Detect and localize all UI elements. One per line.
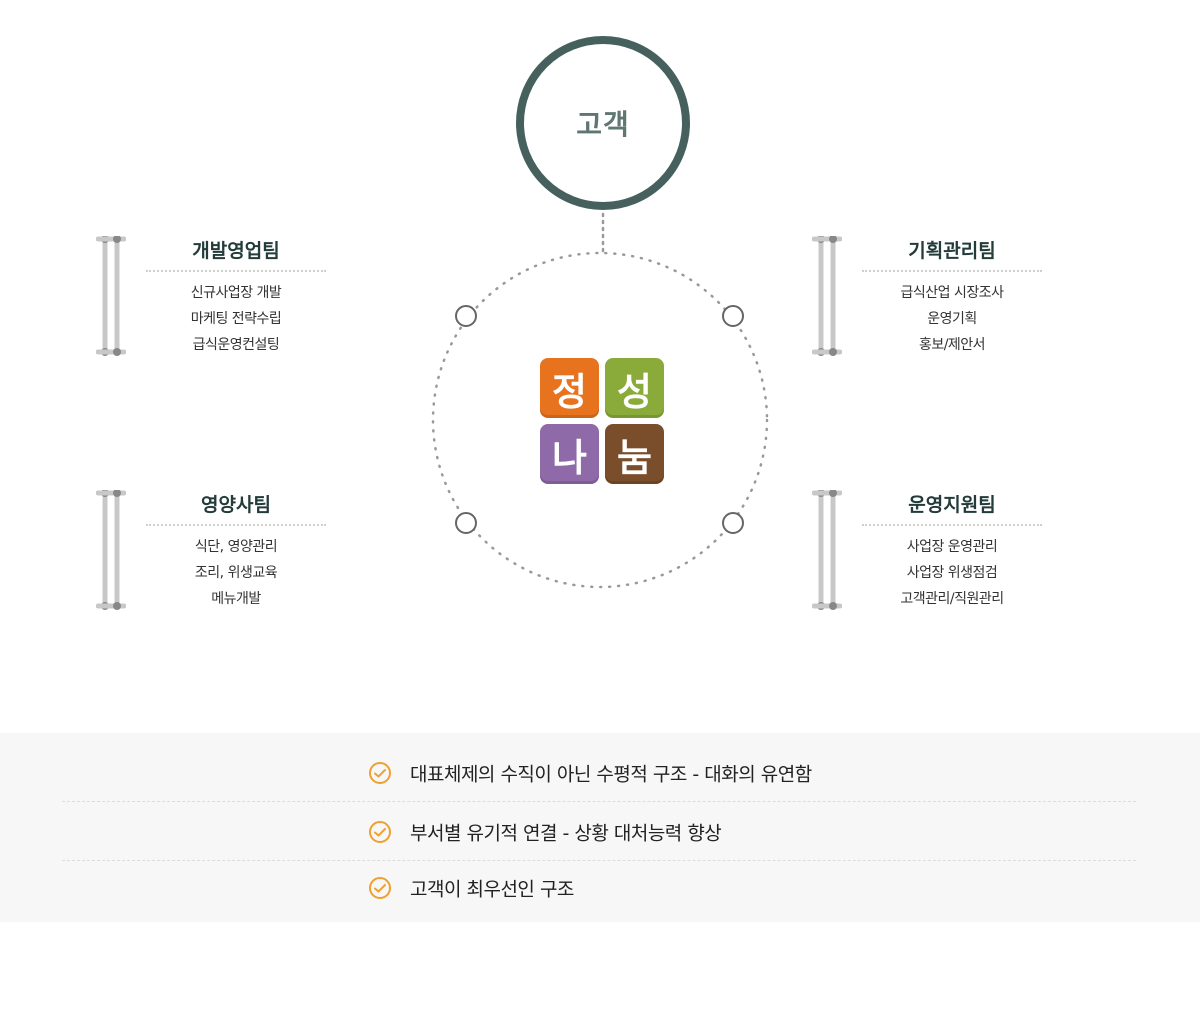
node-bottom-left [455,512,477,534]
team-title: 영양사팀 [201,494,271,516]
team-title: 운영지원팀 [908,494,996,516]
organization-diagram: 고객 정 성 나 눔 개발영업팀 신규사업장 개발 마케팅 전략수립 급식운영컨… [96,36,1102,612]
principle-text: 부서별 유기적 연결 - 상황 대처능력 향상 [410,822,722,844]
dotted-org-circle [431,251,769,589]
team-duty: 사업장 위생점검 [906,565,998,581]
bracket-right-icon [96,490,121,610]
team-duty: 급식운영컨설팅 [192,337,280,353]
team-duty-list: 사업장 운영관리 사업장 위생점검 고객관리/직원관리 [842,534,1062,612]
team-duty: 급식산업 시장조사 [900,285,1005,301]
team-duty: 운영기획 [927,311,977,327]
jeongseong-nanum-logo: 정 성 나 눔 [540,358,664,484]
team-development-sales: 개발영업팀 신규사업장 개발 마케팅 전략수립 급식운영컨설팅 [96,236,386,358]
team-duty: 식단, 영양관리 [194,539,278,555]
logo-tile-orange: 정 [540,358,599,418]
team-duty: 사업장 운영관리 [906,539,998,555]
team-divider [146,270,326,272]
team-title: 개발영업팀 [192,240,280,262]
customer-circle: 고객 [516,36,690,210]
principle-item: 부서별 유기적 연결 - 상황 대처능력 향상 [62,803,1136,861]
team-title: 기획관리팀 [908,240,996,262]
logo-tile-green: 성 [605,358,664,418]
bracket-right-icon [812,490,837,610]
team-divider [146,524,326,526]
principle-text: 대표체제의 수직이 아닌 수평적 구조 - 대화의 유연함 [410,763,812,785]
bracket-right-icon [96,236,121,356]
team-duty: 마케팅 전략수립 [190,311,282,327]
node-top-right [722,305,744,327]
team-divider [862,524,1042,526]
team-duty-list: 급식산업 시장조사 운영기획 홍보/제안서 [842,280,1062,358]
principle-text: 고객이 최우선인 구조 [410,878,574,900]
check-circle-icon [369,761,391,784]
node-top-left [455,305,477,327]
node-bottom-right [722,512,744,534]
team-planning-management: 기획관리팀 급식산업 시장조사 운영기획 홍보/제안서 [812,236,1102,358]
connector-graphics [431,212,769,589]
team-duty-list: 식단, 영양관리 조리, 위생교육 메뉴개발 [126,534,346,612]
check-circle-icon [369,876,391,899]
check-circle-icon [369,820,391,843]
team-divider [862,270,1042,272]
bracket-right-icon [812,236,837,356]
team-duty: 메뉴개발 [211,591,261,607]
team-duty: 고객관리/직원관리 [900,591,1004,607]
customer-label: 고객 [576,108,630,141]
logo-tile-purple: 나 [540,424,599,484]
team-duty-list: 신규사업장 개발 마케팅 전략수립 급식운영컨설팅 [126,280,346,358]
team-duty: 조리, 위생교육 [194,565,278,581]
logo-tile-brown: 눔 [605,424,664,484]
principle-item: 대표체제의 수직이 아닌 수평적 구조 - 대화의 유연함 [62,744,1136,802]
team-duty: 홍보/제안서 [918,337,986,353]
principle-item: 고객이 최우선인 구조 [62,859,1136,916]
team-operations-support: 운영지원팀 사업장 운영관리 사업장 위생점검 고객관리/직원관리 [812,490,1102,612]
principles-panel: 대표체제의 수직이 아닌 수평적 구조 - 대화의 유연함 부서별 유기적 연결… [0,733,1200,922]
team-duty: 신규사업장 개발 [190,285,282,301]
team-dietitian: 영양사팀 식단, 영양관리 조리, 위생교육 메뉴개발 [96,490,386,612]
